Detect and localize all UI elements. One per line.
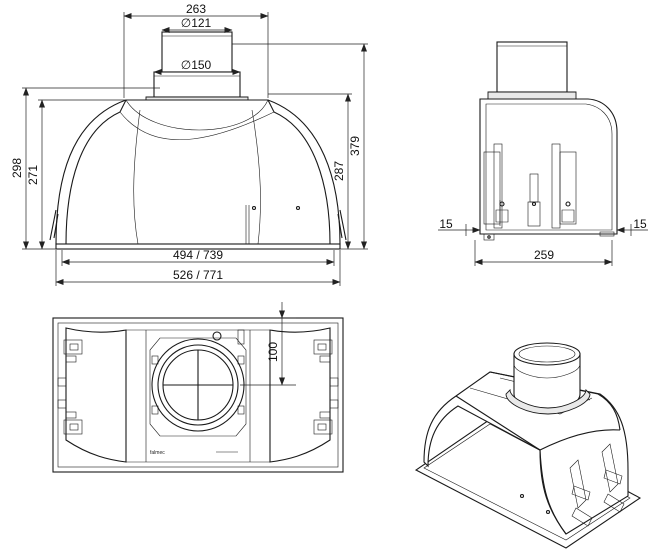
front-view: 263 ∅121 ∅150 298 271 287 [10,2,368,286]
dim-494-739: 494 / 739 [61,248,335,266]
side-outlet-collar [487,41,577,100]
side-hood-body [479,98,618,241]
iso-outlet-collar [505,342,591,415]
dim-100: 100 [240,302,296,386]
dim-379-label: 379 [348,136,362,156]
dim-271-label: 271 [26,165,40,185]
dim-287-label: 287 [332,161,346,181]
dim-15-left: 15 [438,217,481,236]
dim-150: ∅150 [153,58,241,75]
iso-view [414,342,642,549]
dim-271: 271 [26,99,126,250]
dim-263-label: 263 [186,2,206,16]
dim-259: 259 [474,240,613,266]
dim-150-label: ∅150 [181,58,212,72]
dim-100-label: 100 [266,342,280,362]
front-hood-body [49,99,347,250]
top-brand-text: falmec [150,450,165,456]
dim-287: 287 [268,93,352,250]
top-view: falmec 100 [52,302,344,473]
side-view: 15 15 259 [438,41,648,266]
dim-526-771-label: 526 / 771 [173,268,223,282]
dim-494-739-label: 494 / 739 [173,248,223,262]
dim-15-right: 15 [616,217,648,236]
top-outlet [149,329,247,437]
iso-brackets [519,443,625,527]
dim-263: 263 [123,2,269,98]
dim-121: ∅121 [161,16,233,33]
top-left-brackets [57,339,83,435]
top-right-brackets [313,339,339,435]
dim-15-left-label: 15 [439,217,453,231]
dim-121-label: ∅121 [181,16,212,30]
dim-259-label: 259 [534,248,554,262]
dim-298-label: 298 [10,158,24,178]
dim-15-right-label: 15 [633,217,647,231]
dim-379: 379 [232,43,368,250]
dim-526-771: 526 / 771 [55,250,341,286]
